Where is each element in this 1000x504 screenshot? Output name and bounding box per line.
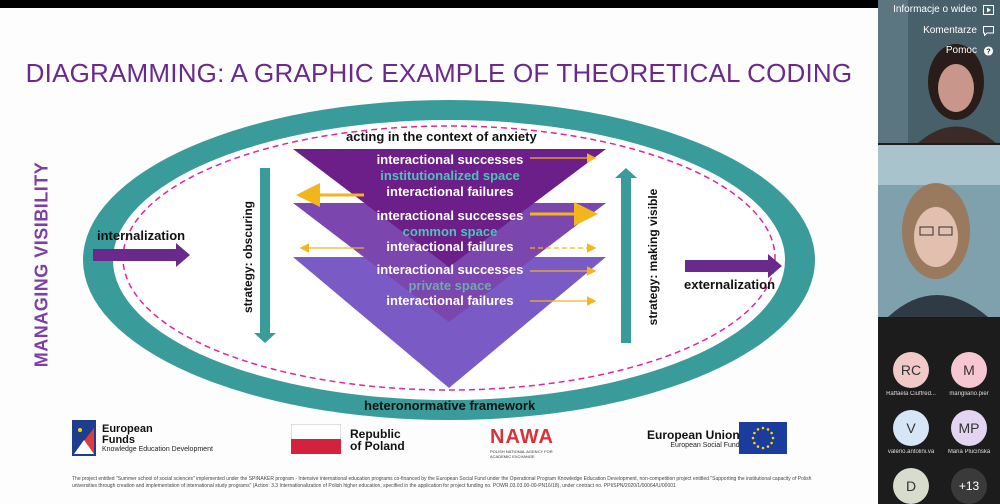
comments-menu[interactable]: Komentarze — [923, 25, 994, 36]
externalization-label: externalization — [684, 277, 776, 292]
top-bar — [0, 0, 1000, 8]
level2-space: common space — [402, 224, 498, 239]
internalization-label: internalization — [97, 228, 186, 243]
strategy-obscuring-label: strategy: obscuring — [241, 200, 255, 314]
context-top-label: acting in the context of anxiety — [346, 129, 537, 144]
participants-panel: Informacje o wideo Komentarze Pomoc ? RC… — [878, 0, 1000, 504]
participant-tile[interactable]: M marigliano.pier — [940, 352, 998, 397]
nawa-subtitle: POLISH NATIONAL AGENCY FOR ACADEMIC EXCH… — [490, 449, 553, 459]
level1-failures: interactional failures — [386, 184, 514, 199]
help-icon: ? — [983, 45, 994, 55]
european-funds-subtitle: Knowledge Education Development — [102, 446, 213, 453]
participant-tile[interactable]: RC Raffaela Ciuffred... — [882, 352, 940, 397]
triangle-level-small — [293, 149, 606, 267]
avatar: RC — [893, 352, 929, 388]
level2-failures: interactional failures — [386, 239, 514, 254]
sponsor-logos: European Funds Knowledge Education Devel… — [0, 418, 878, 478]
comments-label: Komentarze — [923, 25, 977, 36]
internalization-arrow — [93, 243, 190, 267]
slide-title: DIAGRAMMING: A GRAPHIC EXAMPLE OF THEORE… — [25, 58, 853, 88]
avatar: M — [951, 352, 987, 388]
comment-icon — [983, 25, 994, 36]
level3-successes: interactional successes — [376, 262, 524, 277]
participant-name: valerio.antolini.va — [887, 449, 935, 455]
managing-visibility-label: MANAGING VISIBILITY — [31, 161, 52, 368]
more-participants-count: +13 — [951, 468, 987, 504]
strategy-visible-label: strategy: making visible — [646, 188, 660, 326]
level2-successes: interactional successes — [376, 208, 524, 223]
participant-name: marigliano.pier — [949, 391, 989, 397]
strategy-visible-arrow — [615, 168, 637, 343]
participant-tile[interactable]: V valerio.antolini.va — [882, 410, 940, 455]
video-info-label: Informacje o wideo — [893, 4, 977, 15]
level3-space: private space — [408, 278, 492, 293]
participant-tile[interactable]: MP Maria Plucińska — [940, 410, 998, 455]
more-participants-button[interactable]: +13 — [940, 468, 998, 504]
project-footnote: The project entitled "Summer school of s… — [72, 476, 812, 489]
european-social-fund-label: European Social Fund — [670, 442, 740, 449]
avatar: V — [893, 410, 929, 446]
republic-of-poland-label: Republic of Poland — [350, 427, 405, 453]
context-bottom-label: heteronormative framework — [364, 398, 536, 413]
presentation-slide: DIAGRAMMING: A GRAPHIC EXAMPLE OF THEORE… — [0, 8, 878, 504]
triangle-level-large — [293, 257, 606, 388]
participant-name: Raffaela Ciuffred... — [886, 391, 936, 397]
camera-feed-1 — [878, 0, 1000, 143]
avatar: D — [893, 468, 929, 504]
externalization-arrow — [685, 254, 782, 278]
strategy-obscuring-arrow — [254, 168, 276, 343]
nawa-logo: NAWA — [490, 426, 554, 448]
diagram-graphic — [83, 100, 815, 420]
svg-text:?: ? — [986, 46, 991, 55]
play-icon — [983, 4, 994, 15]
european-funds-title: European Funds — [102, 423, 153, 446]
level1-space: institutionalized space — [380, 168, 520, 183]
level3-failures: interactional failures — [386, 293, 514, 308]
participant-name: Maria Plucińska — [947, 449, 991, 455]
european-union-label: European Union — [647, 428, 740, 442]
video-info-menu[interactable]: Informacje o wideo — [893, 4, 994, 15]
european-funds-icon — [72, 420, 96, 456]
avatar: MP — [951, 410, 987, 446]
participant-tile[interactable]: D — [882, 468, 940, 504]
help-label: Pomoc — [945, 45, 977, 56]
level1-successes: interactional successes — [376, 152, 524, 167]
help-menu[interactable]: Pomoc ? — [946, 45, 994, 56]
camera-feed-2 — [878, 145, 1000, 317]
